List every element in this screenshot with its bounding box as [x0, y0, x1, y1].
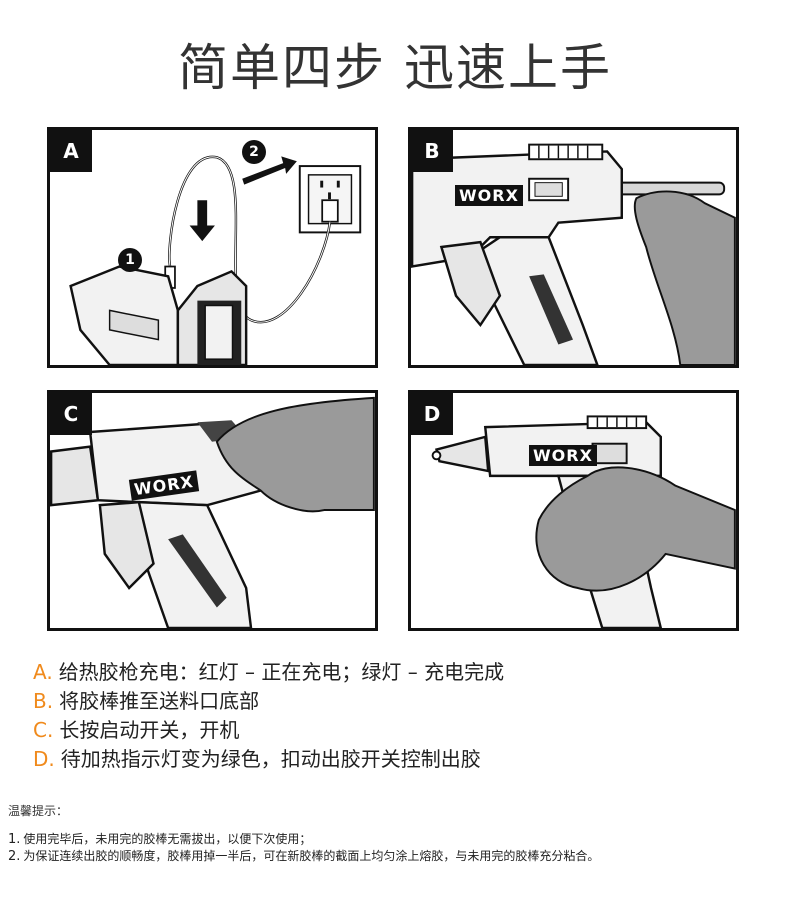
step-text: 长按启动开关，开机	[59, 718, 240, 742]
hand-icon	[215, 396, 375, 513]
step-item-a: A.给热胶枪充电：红灯 – 正在充电；绿灯 – 充电完成	[33, 658, 504, 687]
tips-list: 1.使用完毕后，未用完的胶棒无需拔出，以便下次使用； 2.为保证连续出胶的顺畅度…	[8, 831, 599, 865]
tip-number: 1.	[8, 832, 21, 847]
step-b-tag: B	[411, 130, 453, 172]
step-b-illustration: B WORX	[408, 127, 739, 368]
step-c-tag: C	[50, 393, 92, 435]
step-text: 给热胶枪充电：红灯 – 正在充电；绿灯 – 充电完成	[58, 660, 505, 684]
tip-item: 2.为保证连续出胶的顺畅度，胶棒用掉一半后，可在新胶棒的截面上均匀涂上熔胶，与未…	[8, 848, 599, 865]
step-item-d: D.待加热指示灯变为绿色，扣动出胶开关控制出胶	[33, 745, 504, 774]
step-list: A.给热胶枪充电：红灯 – 正在充电；绿灯 – 充电完成 B.将胶棒推至送料口底…	[33, 658, 504, 774]
dispense-illustration	[431, 415, 736, 628]
tip-text: 为保证连续出胶的顺畅度，胶棒用掉一半后，可在新胶棒的截面上均匀涂上熔胶，与未用完…	[23, 849, 600, 863]
step-a-tag: A	[50, 130, 92, 172]
step-item-c: C.长按启动开关，开机	[33, 716, 504, 745]
tip-text: 使用完毕后，未用完的胶棒无需拔出，以便下次使用；	[23, 832, 312, 846]
step-item-b: B.将胶棒推至送料口底部	[33, 687, 504, 716]
tip-item: 1.使用完毕后，未用完的胶棒无需拔出，以便下次使用；	[8, 831, 599, 848]
step-badge-2: 2	[242, 140, 266, 164]
insert-stick-illustration	[411, 143, 736, 365]
step-d-illustration: D WORX	[408, 390, 739, 631]
step-letter: C.	[33, 718, 54, 742]
brand-logo: WORX	[455, 185, 523, 206]
arrow-down-icon	[189, 200, 215, 242]
step-letter: A.	[33, 660, 53, 684]
page-title: 简单四步 迅速上手	[178, 39, 612, 97]
step-c-illustration: C WORX	[47, 390, 378, 631]
step-letter: D.	[33, 747, 55, 771]
step-text: 将胶棒推至送料口底部	[59, 689, 260, 713]
charging-illustration	[69, 156, 362, 365]
tips-title: 温馨提示：	[8, 804, 69, 818]
brand-logo: WORX	[529, 445, 597, 466]
step-letter: B.	[33, 689, 54, 713]
step-text: 待加热指示灯变为绿色，扣动出胶开关控制出胶	[60, 747, 481, 771]
step-d-tag: D	[411, 393, 453, 435]
tip-number: 2.	[8, 849, 21, 864]
step-a-illustration: A 1 2	[47, 127, 378, 368]
hand-icon	[633, 190, 736, 365]
hand-icon	[535, 466, 736, 592]
power-on-illustration	[50, 396, 375, 628]
step-badge-1: 1	[118, 248, 142, 272]
arrow-right-icon	[242, 156, 297, 185]
